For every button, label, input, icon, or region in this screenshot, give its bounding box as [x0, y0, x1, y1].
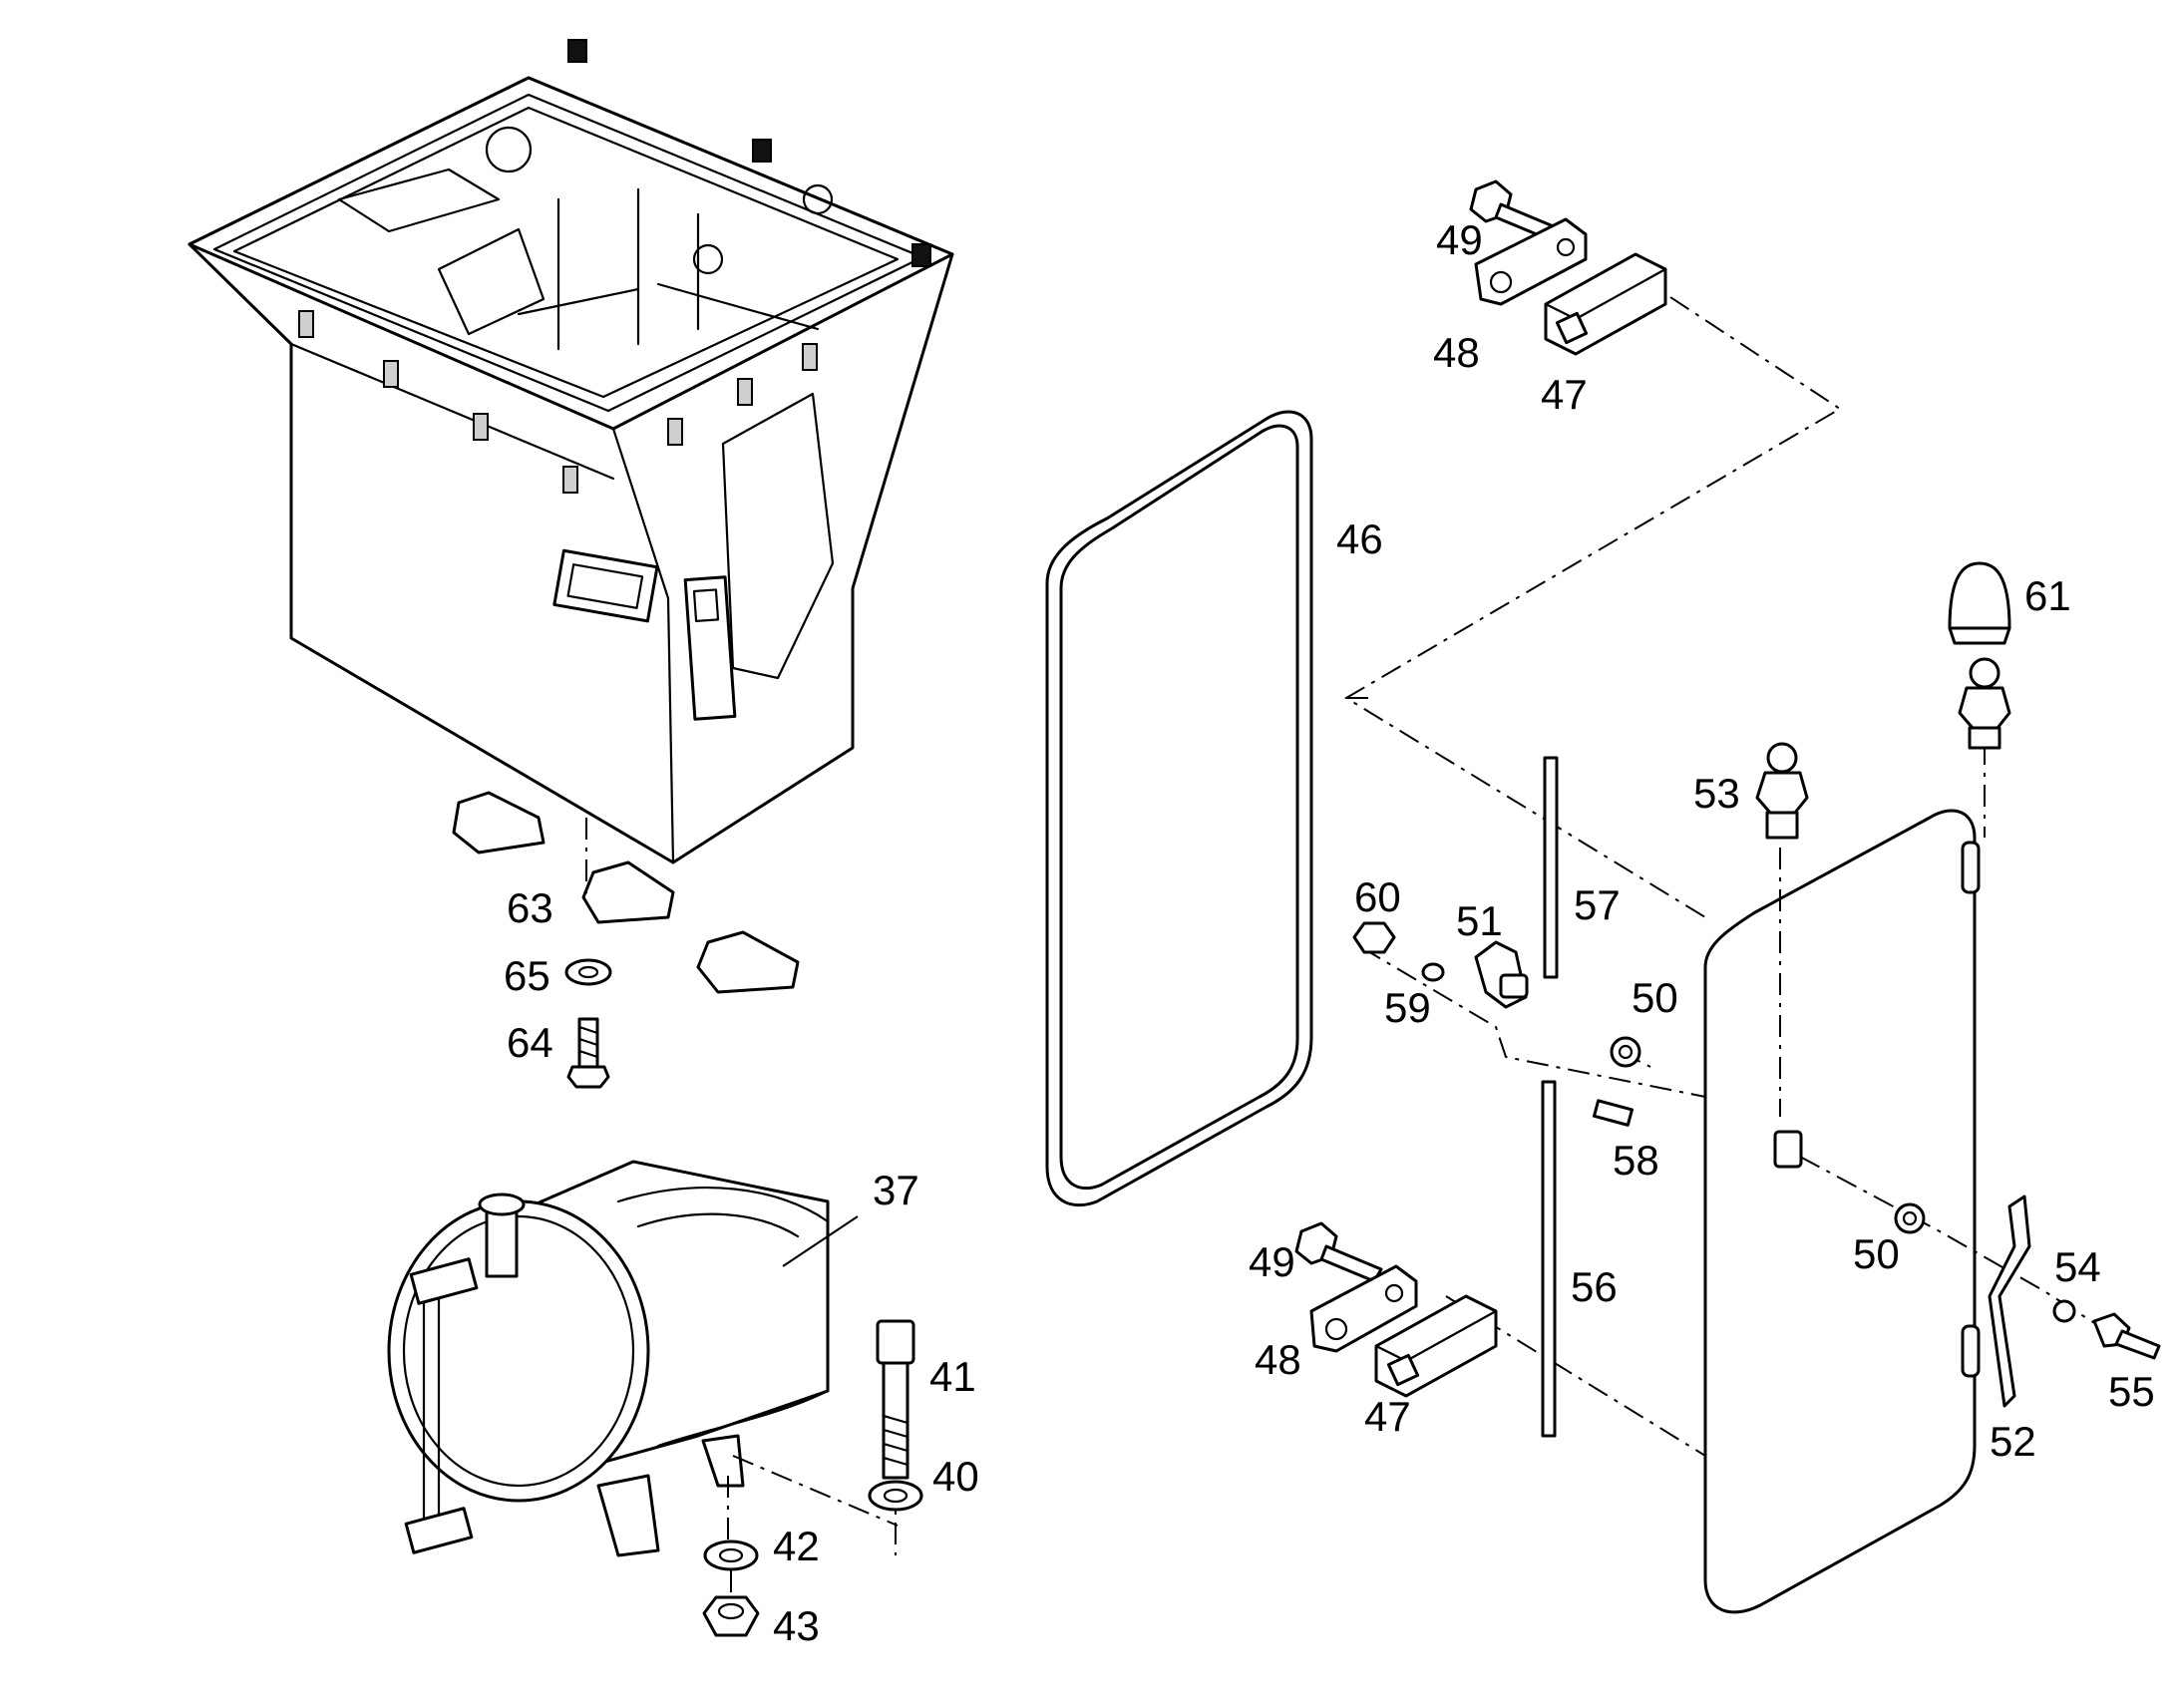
seal-46: [1045, 410, 1313, 1207]
callout-58: 58: [1613, 1137, 1659, 1184]
washer-65: [564, 958, 612, 986]
callout-61: 61: [2024, 572, 2071, 619]
bolt-49-lower: [1294, 1221, 1383, 1283]
washer-59: [1421, 962, 1445, 982]
callout-55: 55: [2108, 1368, 2155, 1415]
housing-frame: [187, 39, 954, 864]
callout-49-lower: 49: [1249, 1238, 1295, 1285]
bracket-47-upper: [1544, 252, 1667, 356]
callout-50-lower: 50: [1853, 1230, 1900, 1277]
callout-48-upper: 48: [1433, 329, 1480, 376]
callout-56: 56: [1571, 1263, 1618, 1310]
callout-65: 65: [504, 952, 550, 999]
callout-49-upper: 49: [1436, 216, 1483, 263]
leader-37: [782, 1215, 859, 1267]
callout-37: 37: [873, 1167, 919, 1213]
washer-40: [868, 1480, 923, 1512]
lever-52: [1988, 1195, 2031, 1408]
bracket-47-lower: [1374, 1294, 1498, 1398]
plate-48-upper: [1474, 217, 1588, 306]
plate-48-lower: [1309, 1264, 1418, 1353]
bolt-41: [876, 1319, 915, 1480]
door-panel: [1703, 809, 1981, 1614]
callout-63: 63: [507, 884, 553, 931]
callout-48-lower: 48: [1255, 1336, 1301, 1383]
callout-51: 51: [1456, 897, 1503, 944]
washer-54: [2052, 1299, 2076, 1323]
nut-43: [702, 1595, 760, 1637]
rod-56: [1541, 1080, 1557, 1438]
bolt-64: [566, 1017, 610, 1089]
nut-60: [1352, 921, 1396, 954]
callout-40: 40: [932, 1453, 979, 1500]
tank-37: [387, 1160, 899, 1557]
callout-50-upper: 50: [1632, 974, 1678, 1021]
callout-43: 43: [773, 1602, 820, 1649]
callout-57: 57: [1574, 881, 1621, 928]
fitting-53: [1755, 742, 1809, 840]
mounting-pads: [452, 791, 800, 994]
callout-59: 59: [1384, 984, 1431, 1031]
callout-47-upper: 47: [1541, 371, 1588, 418]
bushing-50-upper: [1610, 1036, 1641, 1068]
cap-61: [1948, 561, 2011, 645]
latch-51: [1474, 940, 1529, 1009]
callout-54: 54: [2054, 1243, 2101, 1290]
callout-41: 41: [929, 1353, 976, 1400]
fitting-61-base: [1958, 657, 2011, 750]
bushing-50-lower: [1894, 1202, 1926, 1234]
callout-46: 46: [1336, 515, 1383, 562]
callout-42: 42: [773, 1523, 820, 1569]
callout-60: 60: [1354, 873, 1401, 920]
rod-57: [1543, 756, 1559, 979]
callout-labels: 37 40 41 42 43 46 47 47 48 48 49 49 50 5…: [504, 216, 2155, 1649]
callout-64: 64: [507, 1019, 553, 1066]
callout-47-lower: 47: [1364, 1393, 1411, 1440]
washer-42: [703, 1539, 759, 1571]
screw-55: [2092, 1312, 2161, 1360]
callout-53: 53: [1693, 770, 1740, 817]
callout-52: 52: [1990, 1418, 2036, 1465]
pin-58: [1593, 1099, 1634, 1127]
